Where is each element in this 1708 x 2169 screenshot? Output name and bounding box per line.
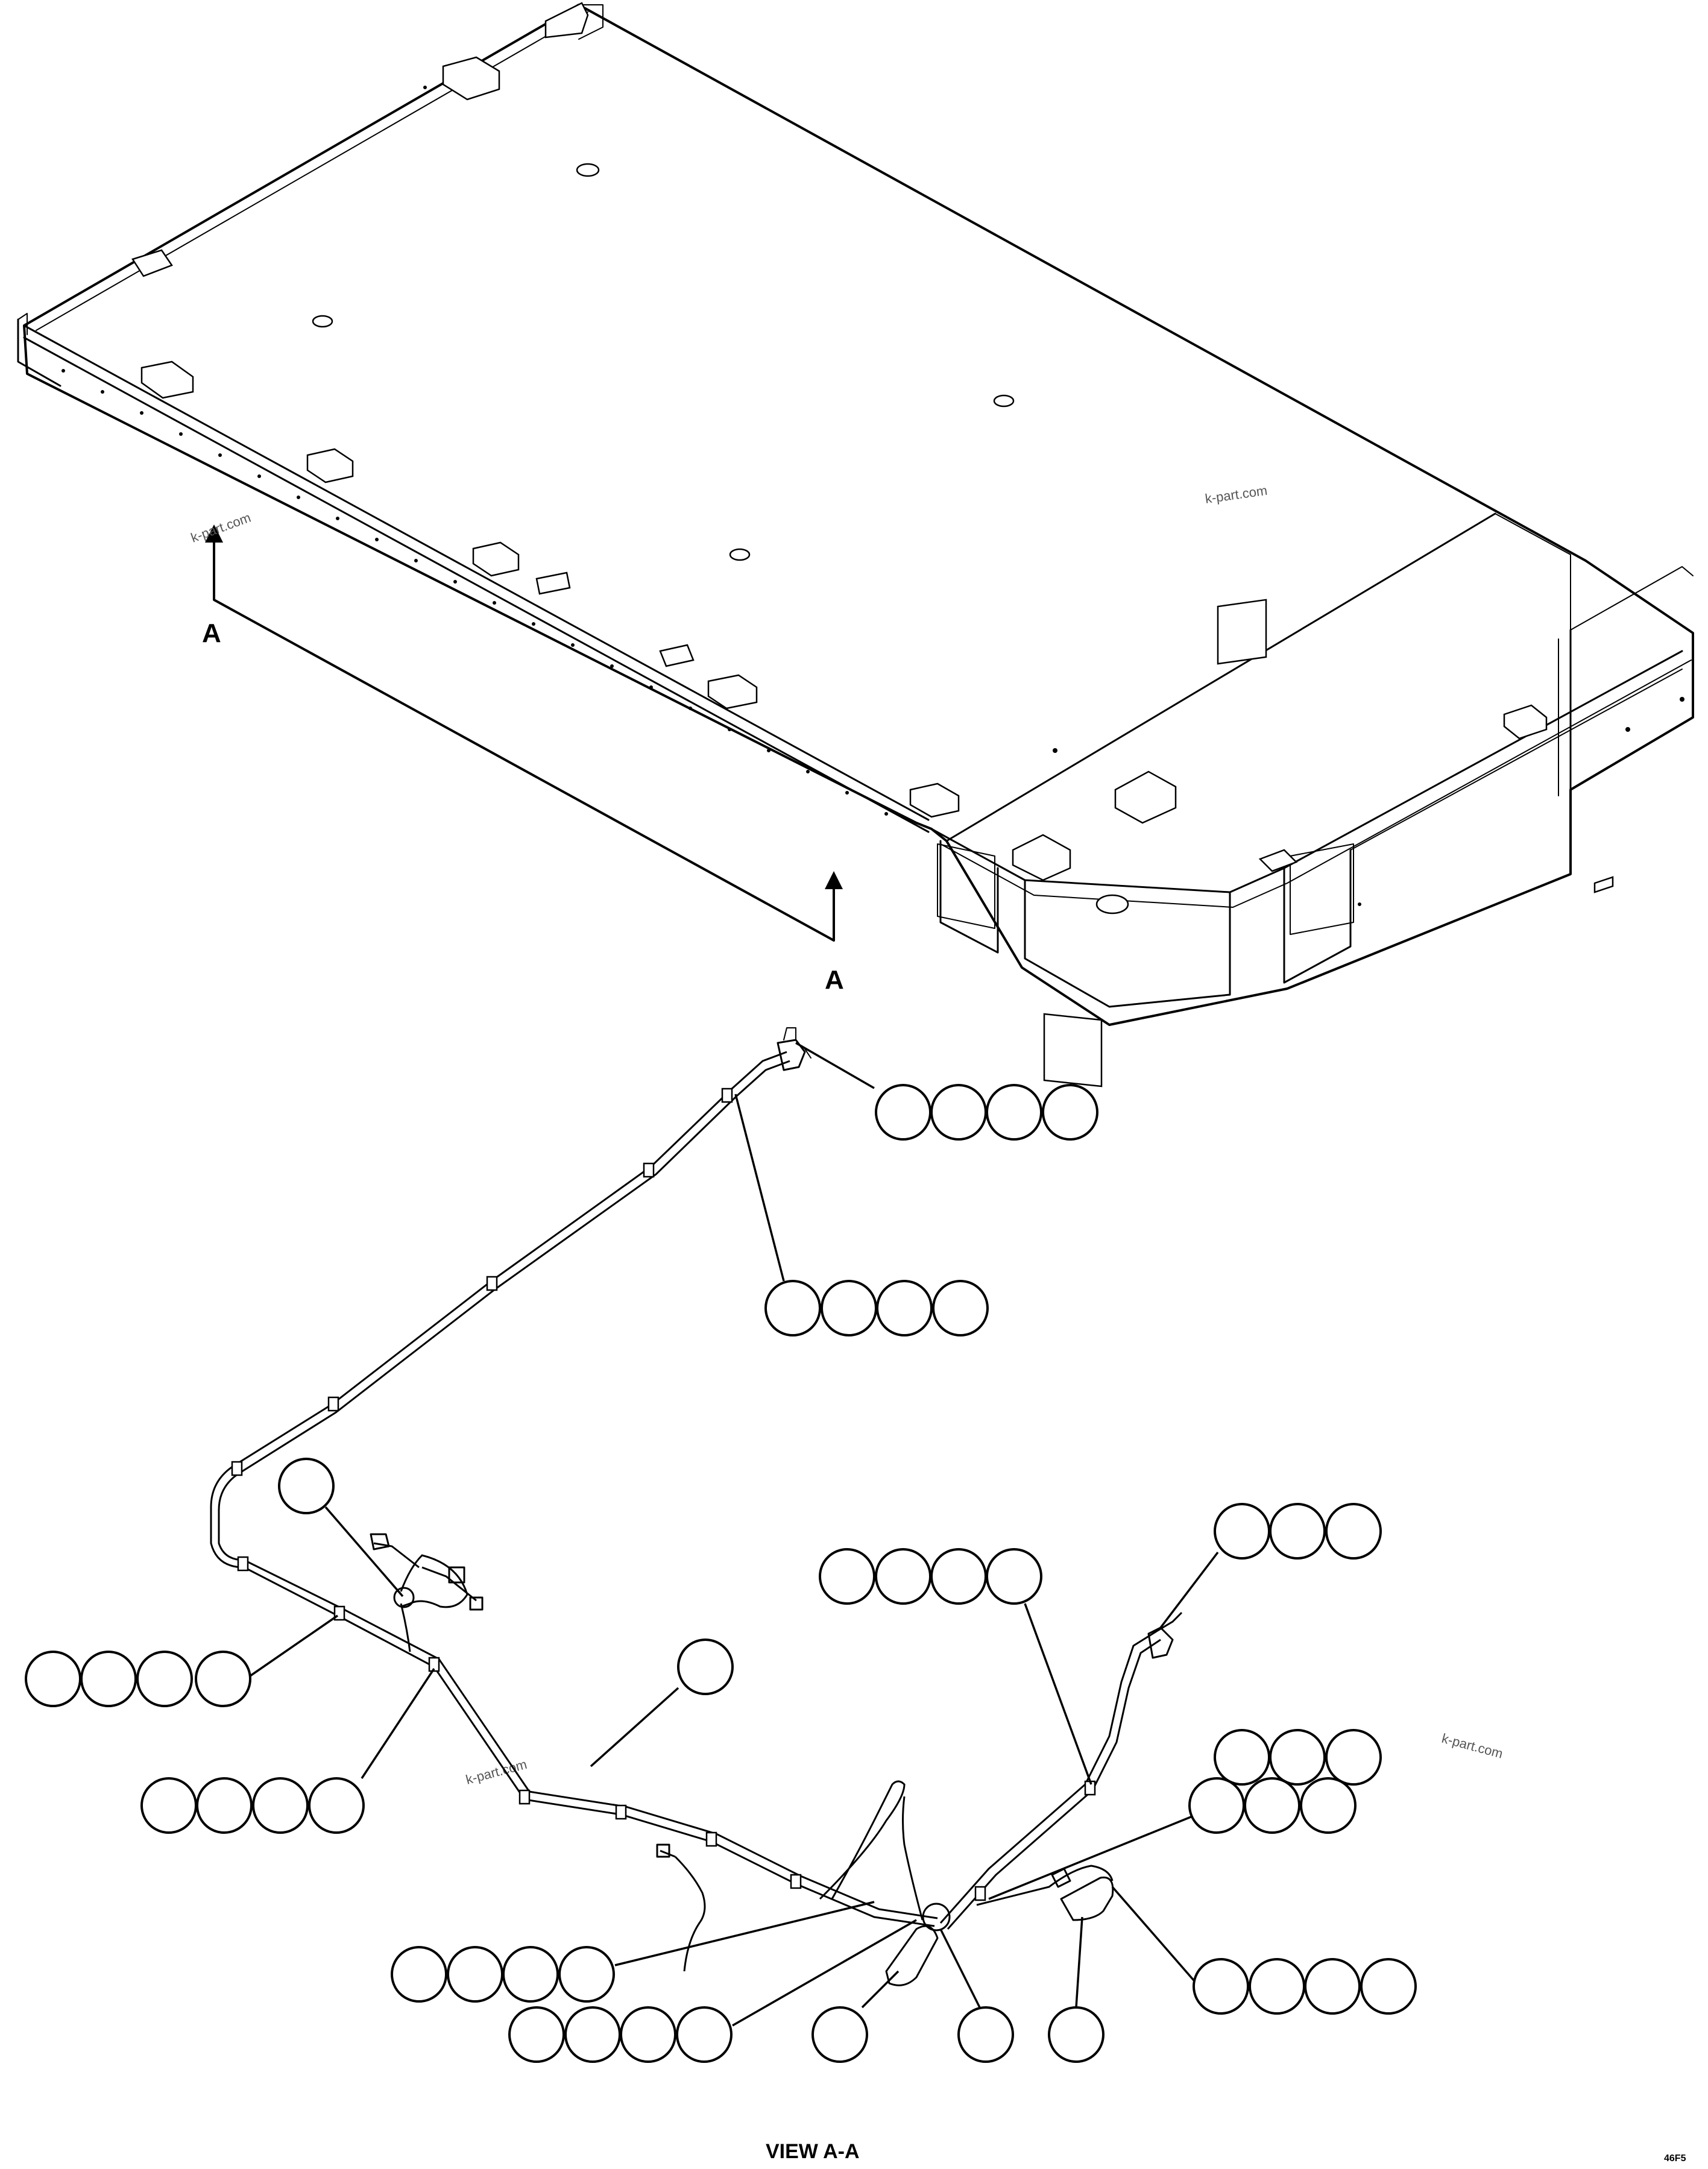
watermark: k-part.com [464, 1757, 529, 1787]
callout-group [734, 1094, 989, 1336]
section-line-a [205, 524, 843, 942]
callout-group [795, 1042, 1098, 1141]
harness-clip [231, 1088, 1096, 1901]
roof-hole [312, 163, 1129, 915]
wiring-harness [210, 1027, 1183, 1986]
callout-group [25, 1614, 338, 1707]
watermark: k-part.com [1204, 483, 1268, 506]
callout-group [1159, 1503, 1382, 1629]
mount-pad [131, 2, 1614, 893]
callout-group [939, 1928, 1014, 2063]
callout-group [278, 1458, 404, 1598]
drawing-id: 46F5 [1664, 2153, 1686, 2164]
callout-group [1048, 1916, 1105, 2063]
section-mark-right: A [825, 965, 844, 995]
callout-group [508, 1919, 917, 2063]
callout-group [811, 1970, 900, 2063]
view-caption: VIEW A-A [766, 2140, 860, 2163]
callout-group [819, 1548, 1092, 1785]
callout-group [590, 1639, 734, 1768]
callout-group [1111, 1886, 1417, 2015]
section-mark-left: A [202, 619, 221, 648]
callout-group [1214, 1729, 1382, 1786]
callout-group [988, 1777, 1357, 1900]
callout-group [140, 1668, 435, 1834]
callout-group [391, 1901, 875, 2003]
watermark: k-part.com [1440, 1731, 1505, 1761]
roof-panel-assembly: A A [17, 2, 1694, 1088]
rivet-row [61, 86, 1684, 906]
